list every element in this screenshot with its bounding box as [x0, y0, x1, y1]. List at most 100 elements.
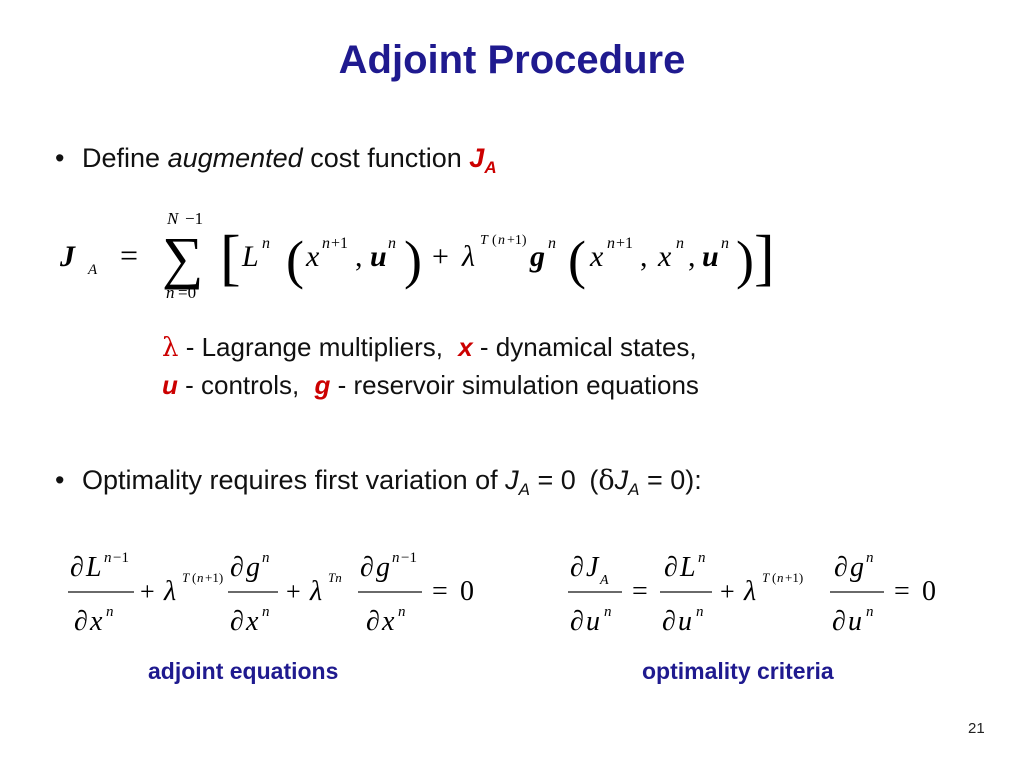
svg-text:x: x	[589, 240, 604, 273]
svg-text:+1): +1)	[785, 570, 803, 585]
svg-text:∂: ∂	[664, 552, 678, 583]
svg-text:∑: ∑	[162, 225, 203, 290]
svg-text:+: +	[286, 577, 301, 606]
lambda-desc: - Lagrange multipliers,	[185, 332, 443, 362]
svg-text:J: J	[586, 552, 600, 583]
svg-text:λ: λ	[309, 576, 322, 607]
svg-text:∂: ∂	[570, 606, 584, 637]
svg-text:(: (	[192, 570, 196, 585]
svg-text:∂: ∂	[360, 552, 374, 583]
svg-text:n: n	[548, 235, 556, 252]
svg-text:n: n	[866, 550, 874, 566]
svg-text:]: ]	[754, 224, 775, 292]
svg-text:∂: ∂	[570, 552, 584, 583]
svg-text:−1: −1	[401, 550, 417, 566]
svg-text:x: x	[381, 606, 395, 637]
svg-text:[: [	[220, 224, 241, 292]
bullet-optimality: •Optimality requires first variation of …	[55, 464, 702, 506]
svg-text:∂: ∂	[662, 606, 676, 637]
svg-text:=: =	[432, 576, 448, 607]
svg-text:∂: ∂	[230, 606, 244, 637]
equals-zero-text: = 0	[537, 465, 576, 495]
svg-text:λ: λ	[461, 240, 475, 273]
svg-text:n: n	[104, 550, 112, 566]
x-symbol: x	[458, 332, 473, 362]
svg-text:n: n	[262, 550, 270, 566]
svg-text:L: L	[241, 240, 259, 273]
adjoint-equation: ∂ L n −1 ∂ x n + λ T ( n +1) ∂ g n ∂ x n…	[68, 550, 474, 637]
svg-text:x: x	[657, 240, 672, 273]
svg-text:=0: =0	[178, 283, 196, 302]
svg-text:n: n	[777, 570, 784, 585]
u-desc: - controls,	[185, 370, 300, 400]
bullet-define: •Define augmented cost function JA	[55, 142, 497, 184]
optimality-text: Optimality requires first variation of	[82, 465, 498, 495]
svg-text:N: N	[166, 209, 180, 228]
svg-text:n: n	[322, 235, 330, 252]
svg-text:n: n	[166, 283, 175, 302]
caption-optimality-criteria: optimality criteria	[642, 658, 834, 684]
svg-text:+: +	[432, 240, 449, 273]
svg-text:u: u	[678, 606, 692, 637]
svg-text:+1: +1	[616, 235, 633, 252]
svg-text:=: =	[894, 576, 910, 607]
svg-text:n: n	[676, 235, 684, 252]
svg-text:+1: +1	[331, 235, 348, 252]
g-symbol: g	[314, 370, 331, 400]
svg-text:0: 0	[922, 576, 936, 607]
optimality-equation: ∂ J A ∂ u n = ∂ L n ∂ u n + λ T ( n +1) …	[568, 550, 936, 637]
bullet-dot-1: •	[55, 143, 65, 173]
svg-text:+1): +1)	[507, 233, 527, 248]
svg-text:): )	[736, 230, 754, 290]
svg-text:(: (	[772, 570, 776, 585]
augmented-cost-equation: J A = ∑ N −1 n =0 [ L n ( x n +1 , u n )…	[59, 209, 775, 302]
svg-text:Tn: Tn	[328, 570, 342, 585]
svg-text:n: n	[197, 570, 204, 585]
svg-text:,: ,	[355, 240, 363, 273]
svg-text:(: (	[286, 230, 304, 290]
svg-text:n: n	[392, 550, 400, 566]
svg-text:+1): +1)	[205, 570, 223, 585]
u-symbol: u	[162, 370, 178, 400]
svg-text:n: n	[106, 604, 114, 620]
svg-text:u: u	[370, 240, 387, 273]
svg-text:u: u	[702, 240, 719, 273]
svg-text:A: A	[87, 262, 98, 278]
svg-text:x: x	[305, 240, 320, 273]
svg-text:n: n	[262, 235, 270, 252]
svg-text:+: +	[140, 577, 155, 606]
svg-text:n: n	[604, 604, 612, 620]
svg-text:∂: ∂	[366, 606, 380, 637]
svg-text:L: L	[85, 552, 102, 583]
delta-expression: (δJA = 0):	[589, 465, 702, 499]
svg-text:−1: −1	[113, 550, 129, 566]
svg-text:A: A	[599, 573, 609, 588]
svg-text:J: J	[59, 240, 76, 273]
ja-inline-1: JA	[505, 465, 530, 499]
svg-text:=: =	[632, 576, 648, 607]
svg-text:λ: λ	[743, 576, 756, 607]
svg-text:=: =	[120, 237, 138, 273]
svg-text:x: x	[245, 606, 259, 637]
page-number: 21	[968, 720, 985, 737]
x-desc: - dynamical states,	[479, 332, 697, 362]
svg-text:T: T	[480, 233, 489, 248]
svg-text:n: n	[498, 233, 505, 248]
svg-text:g: g	[529, 240, 545, 273]
svg-text:∂: ∂	[832, 606, 846, 637]
svg-text:∂: ∂	[74, 606, 88, 637]
augmented-text: augmented	[167, 143, 303, 173]
svg-text:g: g	[246, 552, 260, 583]
define-text: Define	[82, 143, 161, 173]
ja-symbol: JA	[469, 143, 497, 177]
svg-text:n: n	[866, 604, 874, 620]
svg-text:∂: ∂	[70, 552, 84, 583]
legend-line-1: λ - Lagrange multipliers, x - dynamical …	[162, 330, 697, 365]
svg-text:n: n	[262, 604, 270, 620]
svg-text:,: ,	[640, 240, 648, 273]
svg-text:g: g	[850, 552, 864, 583]
svg-text:+: +	[720, 577, 735, 606]
svg-text:L: L	[679, 552, 696, 583]
legend-line-2: u - controls, g - reservoir simulation e…	[162, 368, 699, 402]
svg-text:λ: λ	[163, 576, 176, 607]
